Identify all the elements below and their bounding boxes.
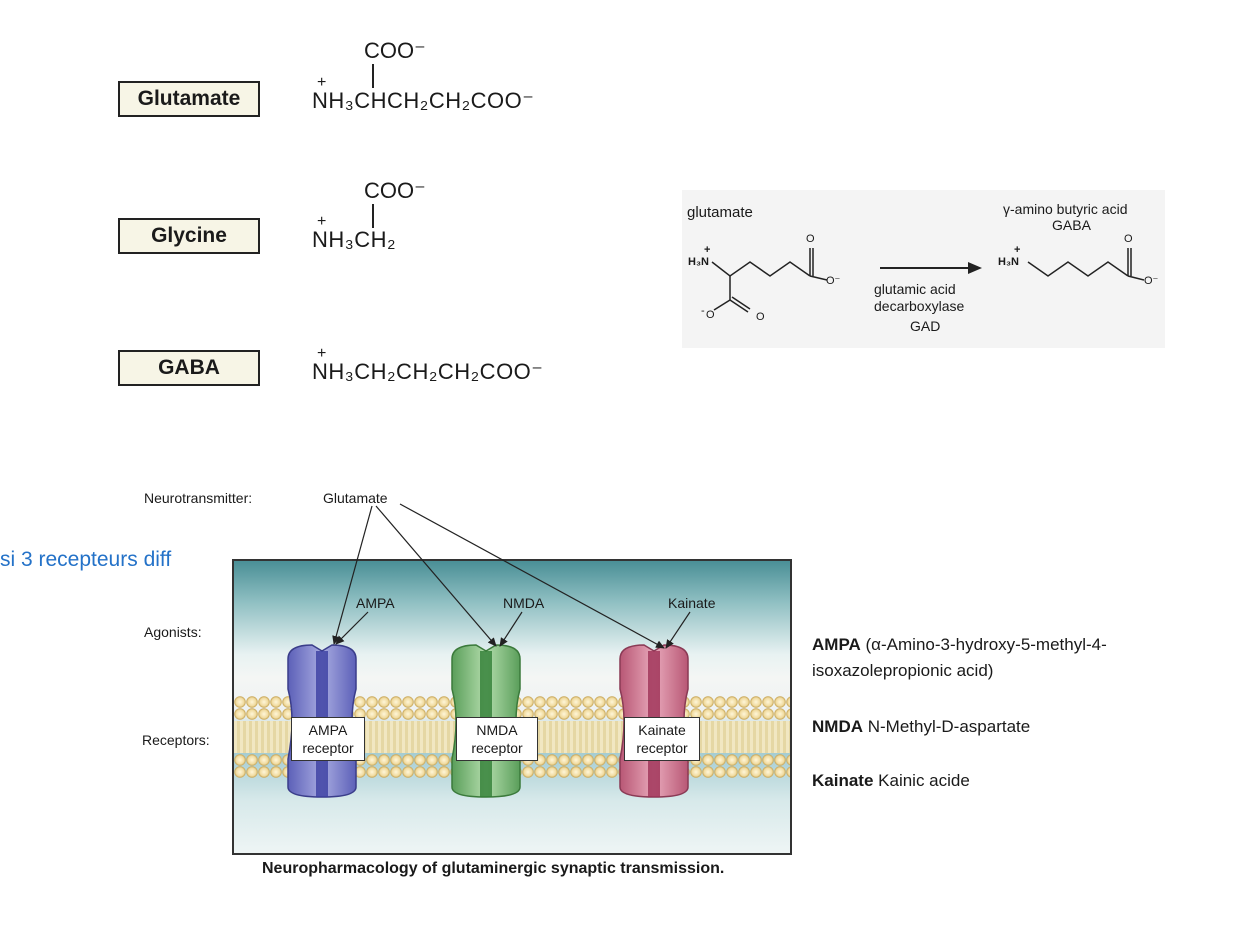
glycine-label-box: Glycine <box>118 218 260 254</box>
glutamate-charge: + <box>317 74 327 91</box>
reaction-product-name: γ-amino butyric acid <box>1003 201 1128 217</box>
glutamate-oxygen-bottom-left: O <box>706 309 715 321</box>
agonists-row-label: Agonists: <box>144 624 202 640</box>
reaction-arrow-head <box>968 262 982 274</box>
glutamate-formula: NH₃CHCH₂CH₂COO⁻ <box>312 88 535 113</box>
gaba-carboxylate <box>1127 275 1145 281</box>
glycine-side-carboxyl: COO⁻ <box>364 178 426 203</box>
nmda-receptor-line1: NMDA <box>476 722 518 738</box>
nmda-receptor-label: NMDA receptor <box>456 717 538 761</box>
glutamate-oxygen-top: O <box>806 233 815 245</box>
glutamate-carboxylate-bottom-left <box>713 299 731 311</box>
arrow-glutamate-to-ampa <box>332 505 373 645</box>
agonist-ampa: AMPA <box>356 595 395 611</box>
glutamate-bond <box>372 64 374 88</box>
ampa-receptor-label: AMPA receptor <box>291 717 365 761</box>
gaba-o-minus: O⁻ <box>1144 275 1159 287</box>
gaba-oxygen: O <box>1124 233 1133 245</box>
gaba-charge: + <box>317 345 327 362</box>
gaba-label-box: GABA <box>118 350 260 386</box>
glutamate-oxygen-bottom: O <box>756 311 765 323</box>
enzyme-name-line2: decarboxylase <box>874 298 965 314</box>
arrow-kainate-agonist <box>665 611 691 649</box>
kainate-receptor-label: Kainate receptor <box>624 717 700 761</box>
glutamate-side-carboxyl: COO⁻ <box>364 38 426 63</box>
gaba-amine: H₃N <box>998 256 1019 268</box>
neurotransmitter-row-label: Neurotransmitter: <box>144 490 253 506</box>
reaction-substrate-label: glutamate <box>687 204 753 221</box>
gaba-formula: NH₃CH₂CH₂CH₂COO⁻ <box>312 359 544 384</box>
definition-ampa-text: (α-Amino-3-hydroxy-5-methyl-4- <box>860 635 1107 654</box>
definition-ampa-term: AMPA <box>812 635 861 654</box>
glutamate-skeleton <box>711 261 811 277</box>
arrow-glutamate-to-kainate <box>399 503 665 649</box>
definition-kainate-term: Kainate <box>812 771 874 790</box>
definition-ampa-text-2: isoxazolepropionic acid) <box>812 661 994 680</box>
kainate-receptor-line2: receptor <box>636 740 688 756</box>
glutamate-minus-bottom: - <box>701 305 705 317</box>
glutamate-o-minus-top: O⁻ <box>826 275 841 287</box>
glutamate-name: Glutamate <box>137 87 241 110</box>
enzyme-abbrev: GAD <box>910 318 941 334</box>
gaba-amine-charge: + <box>1014 244 1021 256</box>
definition-nmda-text: N-Methyl-D-aspartate <box>863 717 1031 736</box>
definition-ampa: AMPA (α-Amino-3-hydroxy-5-methyl-4- isox… <box>812 632 1107 684</box>
glutamate-amine: H₃N <box>688 256 709 268</box>
reaction-structures-svg <box>711 248 1145 313</box>
reaction-product-abbrev: GABA <box>1052 217 1091 233</box>
ampa-receptor-line1: AMPA <box>308 722 348 738</box>
glycine-charge: + <box>317 213 327 230</box>
agonist-kainate: Kainate <box>668 595 716 611</box>
nmda-receptor-line2: receptor <box>471 740 523 756</box>
glycine-formula: NH₃CH₂ <box>312 227 397 252</box>
glutamate-amine-charge: + <box>704 244 711 256</box>
definition-kainate: Kainate Kainic acide <box>812 768 970 794</box>
glutamate-carbonyl-bottom <box>729 299 749 313</box>
glutamate-carbonyl-bottom-double <box>731 296 751 310</box>
kainate-receptor-line1: Kainate <box>638 722 686 738</box>
definition-kainate-text: Kainic acide <box>873 771 970 790</box>
figure-caption: Neuropharmacology of glutaminergic synap… <box>262 860 725 877</box>
arrow-nmda-agonist <box>499 611 523 647</box>
agonist-nmda: NMDA <box>503 595 545 611</box>
receptors-row-label: Receptors: <box>142 732 210 748</box>
neurotransmitter-name: Glutamate <box>323 490 388 506</box>
ampa-receptor-line2: receptor <box>302 740 354 756</box>
glutamate-carboxylate-top <box>809 275 828 281</box>
glycine-name: Glycine <box>151 224 227 247</box>
gaba-name: GABA <box>158 356 220 379</box>
enzyme-name-line1: glutamic acid <box>874 281 956 297</box>
definition-nmda-term: NMDA <box>812 717 863 736</box>
glycine-bond <box>372 204 374 228</box>
arrow-glutamate-to-nmda <box>375 505 497 647</box>
glutamate-label-box: Glutamate <box>118 81 260 117</box>
definition-nmda: NMDA N-Methyl-D-aspartate <box>812 714 1030 740</box>
arrow-ampa-agonist <box>335 611 369 645</box>
side-note: si 3 recepteurs diff <box>0 548 172 571</box>
gaba-skeleton <box>1027 261 1129 277</box>
